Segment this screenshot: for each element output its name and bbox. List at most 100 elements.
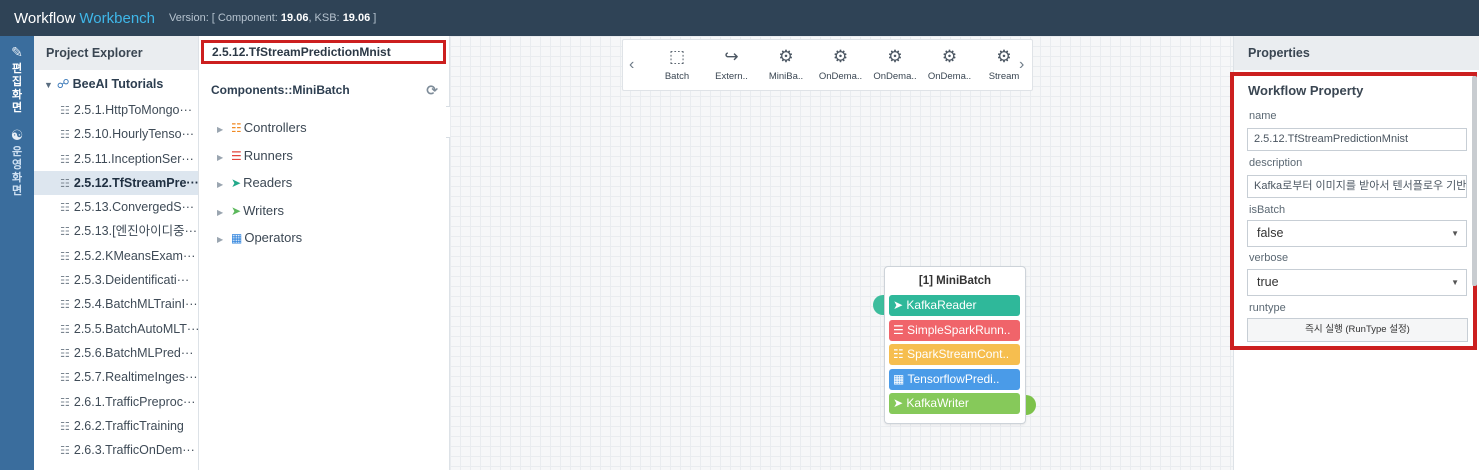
- toolbar-engine-button[interactable]: ↪Extern..: [706, 46, 758, 82]
- node-input-port[interactable]: [873, 295, 884, 315]
- nav-ops-char: 영: [11, 159, 23, 171]
- workflow-icon: ☷: [60, 226, 70, 239]
- nav-edit-screen[interactable]: ✎ 편 집 화 면: [0, 36, 34, 115]
- node-component[interactable]: ☰ SimpleSparkRunn..: [889, 319, 1020, 341]
- components-title: Components::MiniBatch: [211, 83, 350, 97]
- category-readers[interactable]: ▶➤Readers: [217, 169, 307, 197]
- nav-ops-screen[interactable]: ☯ 운 영 화 면: [0, 115, 34, 198]
- toolbar-button-label: OnDema..: [873, 71, 917, 82]
- toolbar-button-label: MiniBa..: [768, 71, 804, 82]
- reader-icon: ➤: [893, 298, 907, 312]
- category-label: Controllers: [243, 120, 307, 135]
- tree-item[interactable]: ☷2.5.13.[엔진아이디중···: [34, 219, 198, 243]
- chevron-left-icon[interactable]: ‹: [629, 56, 635, 73]
- explorer-title: Project Explorer: [34, 36, 198, 70]
- runner-icon: ☰: [231, 148, 242, 163]
- toolbar-engine-button[interactable]: ⚙MiniBa..: [760, 46, 812, 82]
- version-info: Version: [ Component: 19.06, KSB: 19.06 …: [169, 12, 376, 24]
- caret-right-icon[interactable]: ▶: [217, 180, 224, 189]
- toolbar-button-label: OnDema..: [818, 71, 863, 82]
- caret-right-icon[interactable]: ▶: [217, 235, 224, 244]
- toolbar-button-label: OnDema..: [927, 71, 972, 82]
- gears-icon: ⚙: [887, 47, 903, 66]
- category-writers[interactable]: ▶➤Writers: [217, 197, 307, 225]
- workflow-icon: ☷: [60, 275, 70, 288]
- isbatch-select[interactable]: false ▼: [1247, 220, 1467, 247]
- controller-icon: ☷: [893, 347, 908, 361]
- caret-down-icon[interactable]: ▼: [44, 80, 53, 90]
- caret-right-icon[interactable]: ▶: [217, 152, 224, 162]
- workflow-node[interactable]: [1] MiniBatch ➤ KafkaReader ☰ SimpleSpark…: [884, 266, 1026, 424]
- tree-item-label: 2.5.5.BatchAutoMLT···: [73, 321, 198, 336]
- category-operators[interactable]: ▶▦Operators: [217, 224, 307, 252]
- isbatch-label: isBatch: [1249, 204, 1286, 216]
- tree-root-label: BeeAI Tutorials: [72, 77, 164, 91]
- node-component-label: SparkStreamCont..: [907, 347, 1010, 361]
- chevron-right-icon[interactable]: ›: [1019, 56, 1025, 73]
- tree-item[interactable]: ☷2.5.2.KMeansExam···: [34, 244, 198, 268]
- tree-item-label: 2.5.2.KMeansExam···: [73, 248, 196, 263]
- category-controllers[interactable]: ▶☷Controllers: [217, 114, 307, 142]
- toolbar-engine-button[interactable]: ⬚ Batch: [651, 46, 703, 82]
- gears-icon: ⚙: [832, 47, 849, 66]
- toolbar-engine-button[interactable]: ⚙OnDema..: [924, 46, 976, 82]
- runtype-button[interactable]: 즉시 실행 (RunType 설정): [1247, 318, 1468, 342]
- nav-ops-char: 면: [11, 185, 23, 197]
- tree-item[interactable]: ☷2.6.2.TrafficTraining: [34, 414, 198, 438]
- node-output-port[interactable]: [1026, 395, 1036, 415]
- layers-icon: ⬚: [668, 47, 686, 66]
- verbose-select[interactable]: true ▼: [1247, 269, 1467, 296]
- toolbar-engine-button[interactable]: ⚙Stream: [978, 46, 1030, 82]
- workflow-icon: ☷: [60, 396, 70, 409]
- tree-item[interactable]: ☷2.5.1.HttpToMongo···: [34, 98, 198, 122]
- node-component[interactable]: ➤ KafkaWriter: [889, 393, 1020, 414]
- tree-item-label: 2.5.7.RealtimeInges···: [73, 370, 198, 385]
- tree-item[interactable]: ☷2.5.5.BatchAutoMLT···: [34, 317, 198, 341]
- workflow-icon: ☷: [60, 202, 70, 215]
- name-label: name: [1249, 110, 1277, 122]
- component-version: 19.06: [280, 12, 309, 24]
- toolbar-engine-button[interactable]: ⚙ OnDema..: [869, 46, 921, 82]
- tree-item[interactable]: ☷2.6.1.TrafficPreproc···: [34, 390, 198, 414]
- workflow-canvas[interactable]: [450, 36, 1233, 470]
- nav-edit-char: 집: [11, 76, 23, 88]
- caret-right-icon[interactable]: ▶: [217, 207, 224, 217]
- isbatch-value: false: [1257, 226, 1284, 240]
- tree-item[interactable]: ☷2.5.13.ConvergedS···: [34, 195, 198, 219]
- tree-list: ☷2.5.1.HttpToMongo···☷2.5.10.HourlyTenso…: [34, 98, 198, 462]
- version-prefix: Version: [ Component:: [169, 12, 281, 24]
- workflow-icon: ☷: [60, 177, 70, 190]
- tree-item[interactable]: ☷2.5.12.TfStreamPre···: [34, 170, 198, 196]
- ksb-prefix: , KSB:: [308, 12, 343, 24]
- node-component-label: KafkaReader: [906, 298, 977, 312]
- refresh-icon[interactable]: ⟳: [426, 82, 438, 98]
- tree-root[interactable]: ▼☍BeeAI Tutorials: [34, 70, 198, 98]
- node-component[interactable]: ➤ KafkaReader: [889, 295, 1020, 316]
- tree-item[interactable]: ☷2.5.7.RealtimeInges···: [34, 365, 198, 389]
- toolbar-engine-button[interactable]: ⚙ OnDema..: [815, 46, 867, 82]
- description-input[interactable]: Kafka로부터 이미지를 받아서 텐서플로우 기반 M: [1247, 175, 1467, 198]
- tree-item[interactable]: ☷2.5.10.HourlyTenso···: [34, 122, 198, 146]
- node-component-label: SimpleSparkRunn..: [907, 322, 1011, 337]
- category-runners[interactable]: ▶☰Runners: [217, 142, 307, 170]
- node-component[interactable]: ☷ SparkStreamCont..: [889, 344, 1020, 365]
- writer-icon: ➤: [893, 396, 907, 410]
- tree-item[interactable]: ☷2.5.11.InceptionSer···: [34, 147, 198, 171]
- project-icon: ☍: [56, 77, 70, 91]
- tree-item[interactable]: ☷2.6.3.TrafficOnDem···: [34, 438, 198, 462]
- network-icon: ☯: [10, 127, 24, 143]
- properties-scrollbar[interactable]: [1472, 76, 1477, 286]
- toolbar-button-label: Batch: [664, 71, 690, 82]
- tree-item-label: 2.6.1.TrafficPreproc···: [73, 394, 196, 409]
- node-component[interactable]: ▦ TensorflowPredi..: [889, 368, 1020, 390]
- caret-right-icon[interactable]: ▶: [217, 125, 224, 134]
- tree-item[interactable]: ☷2.5.4.BatchMLTrainI···: [34, 292, 198, 316]
- node-title: [1] MiniBatch: [918, 275, 992, 287]
- workflow-icon: ☷: [60, 445, 70, 458]
- tree-item[interactable]: ☷2.5.6.BatchMLPred···: [34, 341, 198, 365]
- workflow-name-tab[interactable]: 2.5.12.TfStreamPredictionMnist: [201, 40, 446, 64]
- tree-item[interactable]: ☷2.5.3.Deidentificati···: [34, 268, 198, 292]
- name-input[interactable]: 2.5.12.TfStreamPredictionMnist: [1247, 128, 1467, 151]
- left-nav: ✎ 편 집 화 면 ☯ 운 영 화 면: [0, 36, 34, 470]
- category-list: ▶☷Controllers▶☰Runners▶➤Readers▶➤Writers…: [217, 114, 307, 252]
